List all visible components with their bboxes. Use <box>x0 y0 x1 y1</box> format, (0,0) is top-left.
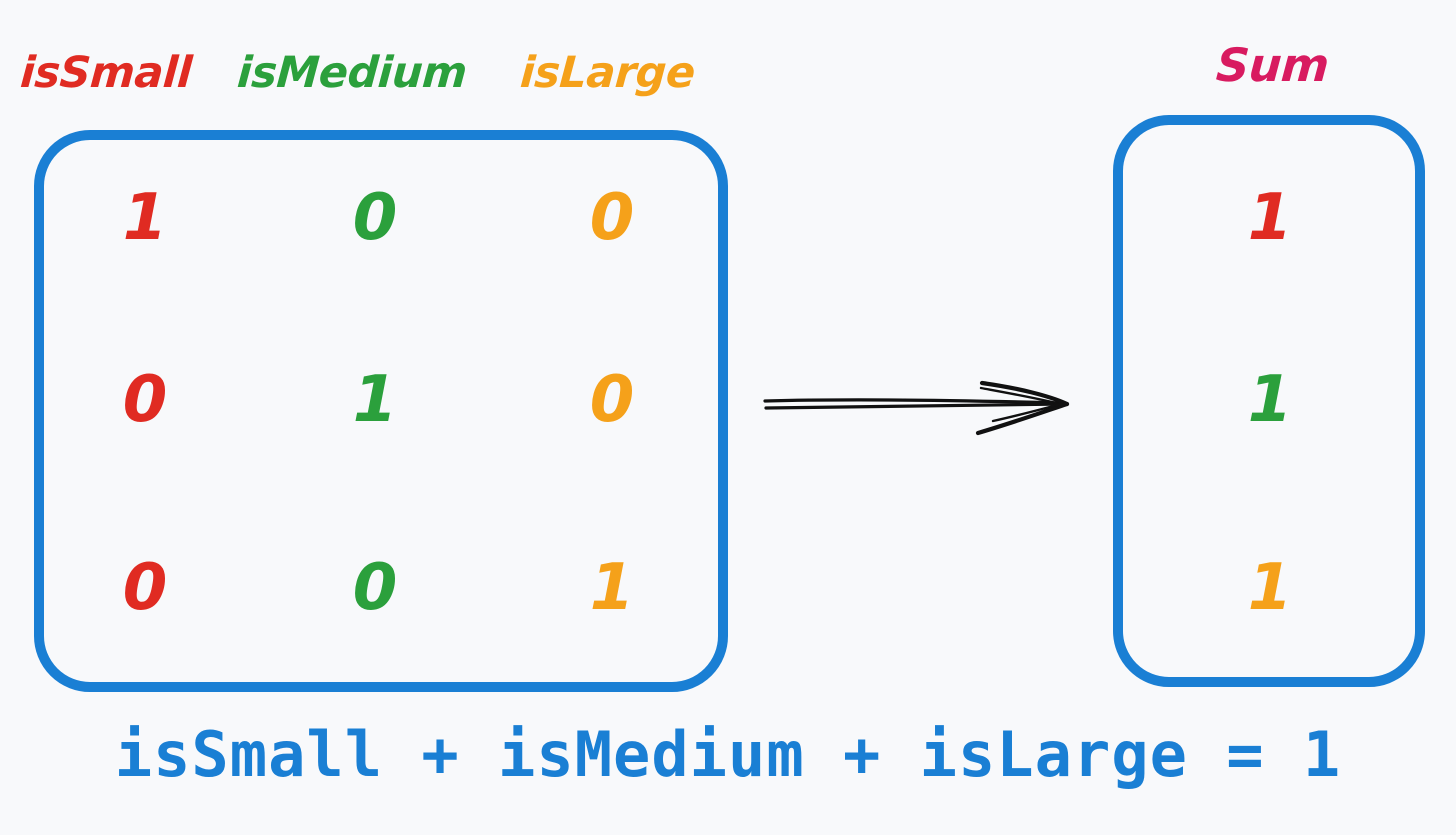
sum-cell-r2: 1 <box>1247 551 1293 625</box>
column-header-ismedium: isMedium <box>235 48 469 98</box>
sum-column-box <box>1113 115 1425 687</box>
cell-r1-c0: 0 <box>122 363 168 437</box>
cell-r0-c1: 0 <box>352 181 398 255</box>
cell-r1-c1: 1 <box>352 363 398 437</box>
cell-r0-c2: 0 <box>589 181 635 255</box>
sum-cell-r1: 1 <box>1247 363 1293 437</box>
sum-cell-r0: 1 <box>1247 181 1293 255</box>
feature-matrix-box <box>34 130 728 692</box>
cell-r2-c1: 0 <box>352 551 398 625</box>
equation-caption: isSmall + isMedium + isLarge = 1 <box>114 718 1342 791</box>
column-header-islarge: isLarge <box>518 48 697 98</box>
implies-arrow-icon <box>763 380 1070 436</box>
cell-r2-c2: 1 <box>589 551 635 625</box>
cell-r0-c0: 1 <box>122 181 168 255</box>
column-header-issmall: isSmall <box>18 48 194 98</box>
cell-r1-c2: 0 <box>589 363 635 437</box>
column-header-sum: Sum <box>1214 38 1331 92</box>
cell-r2-c0: 0 <box>122 551 168 625</box>
